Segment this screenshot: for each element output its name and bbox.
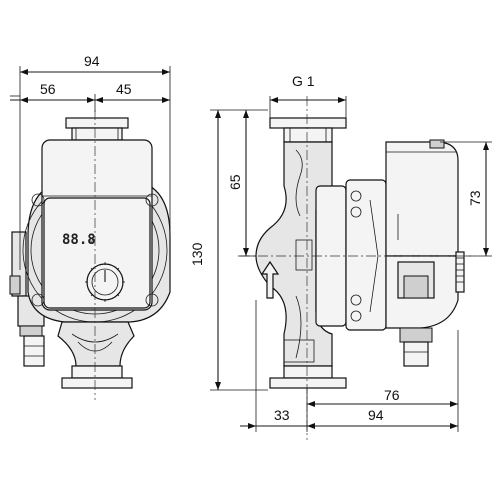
side-top-flange bbox=[269, 117, 347, 129]
top-neck bbox=[71, 127, 123, 141]
dim-front-left-width: 56 bbox=[40, 81, 56, 97]
dim-side-total-height: 130 bbox=[189, 242, 205, 266]
side-gland-nut bbox=[399, 327, 433, 343]
screw-icon bbox=[145, 293, 159, 307]
dim-side-right-depth: 94 bbox=[368, 407, 384, 423]
side-bottom-neck bbox=[283, 365, 333, 379]
lcd-unit: W bbox=[90, 239, 95, 245]
control-box-side bbox=[385, 141, 459, 257]
lcd-display: 88.8 bbox=[62, 232, 96, 248]
dim-front-total-width: 94 bbox=[84, 53, 100, 69]
motor-housing bbox=[345, 179, 387, 331]
front-view: 88.8 W bbox=[9, 110, 171, 400]
screw-icon bbox=[145, 193, 159, 207]
side-dimensions: G 1 130 65 73 76 3 bbox=[189, 73, 492, 432]
lower-volute bbox=[57, 321, 135, 367]
front-dimensions: 94 56 45 bbox=[10, 53, 171, 270]
top-flange bbox=[65, 117, 129, 129]
dim-connection-thread: G 1 bbox=[292, 73, 315, 89]
screw-icon bbox=[31, 293, 45, 307]
side-gland bbox=[403, 341, 429, 367]
side-view bbox=[240, 96, 475, 440]
side-bottom-flange bbox=[269, 377, 347, 389]
cable-gland bbox=[23, 335, 45, 367]
cable-gland-nut bbox=[19, 325, 43, 337]
bottom-flange bbox=[61, 377, 133, 389]
flow-arrow-icon bbox=[260, 260, 280, 299]
dim-side-motor-height: 73 bbox=[467, 190, 483, 206]
screw-icon bbox=[31, 193, 45, 207]
dim-front-right-width: 45 bbox=[116, 81, 132, 97]
dim-side-motor-depth: 76 bbox=[384, 387, 400, 403]
dim-side-height-upper: 65 bbox=[227, 174, 243, 190]
side-top-neck bbox=[283, 127, 333, 143]
side-connector bbox=[455, 251, 465, 293]
bottom-neck bbox=[71, 365, 123, 379]
control-box-clip bbox=[429, 139, 445, 149]
terminal-block bbox=[9, 275, 21, 295]
dim-side-left-offset: 33 bbox=[274, 407, 290, 423]
side-outlet bbox=[295, 239, 313, 271]
